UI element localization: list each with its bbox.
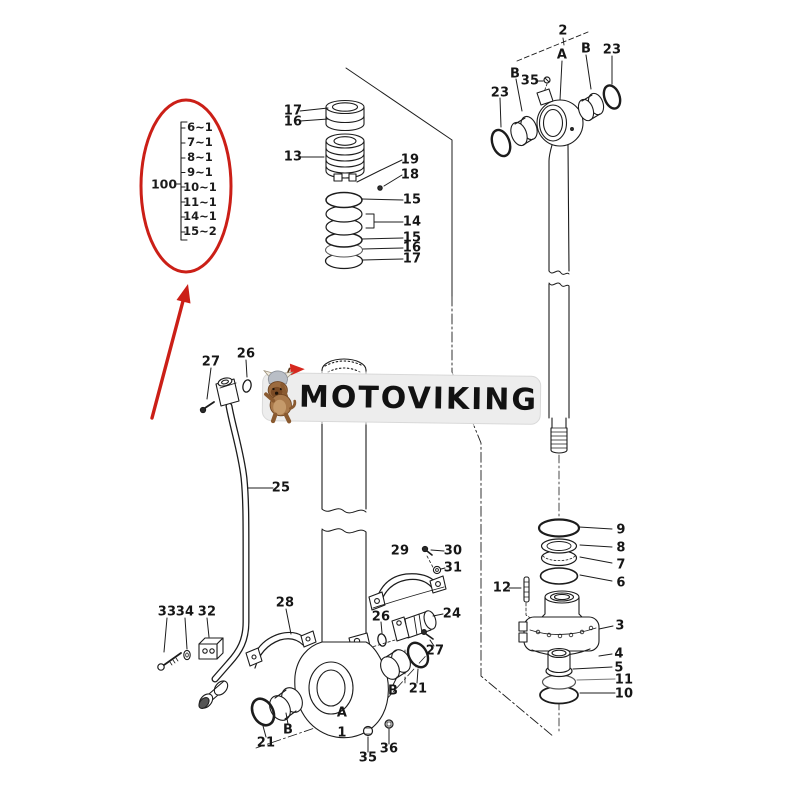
part-label-B-14: B xyxy=(580,41,592,57)
part-label-33-31: 33 xyxy=(157,604,177,620)
part-label-3-22: 3 xyxy=(615,618,625,634)
part-label-14-6: 14 xyxy=(402,214,422,230)
part-label-30-35: 30 xyxy=(443,543,463,559)
part-label-15-7: 15 xyxy=(402,230,422,246)
part-label-24-38: 24 xyxy=(442,606,462,622)
part-label-18-4: 18 xyxy=(400,167,420,183)
part-label-29-34: 29 xyxy=(390,543,410,559)
part-label-B-12: B xyxy=(509,66,521,82)
part-label-7-19: 7 xyxy=(616,557,626,573)
part-label-B-40: B xyxy=(387,683,399,699)
bolt-27-valve xyxy=(421,629,427,635)
part-label-21-43: 21 xyxy=(256,735,276,751)
callout-item-2: 8~1 xyxy=(187,149,213,164)
part-label-1-45: 1 xyxy=(337,725,347,741)
part-label-23-15: 23 xyxy=(490,85,510,101)
part-label-15-5: 15 xyxy=(402,192,422,208)
part-label-23-16: 23 xyxy=(602,42,622,58)
callout-item-3: 9~1 xyxy=(187,164,213,179)
section-boundary-line xyxy=(345,67,555,738)
red-arrow-head xyxy=(176,284,191,304)
part-label-13-2: 13 xyxy=(283,149,303,165)
part-label-A-11: A xyxy=(556,47,568,63)
base-eye-drawing xyxy=(250,641,430,739)
rod-seal-rings-drawing xyxy=(537,518,581,585)
bolt-27-top xyxy=(199,406,207,414)
part-label-2-10: 2 xyxy=(558,23,568,39)
gland-assembly-drawing xyxy=(518,590,600,705)
callout-graphics xyxy=(139,98,233,420)
part-label-26-37: 26 xyxy=(371,609,391,625)
callout-item-0: 6~1 xyxy=(187,120,213,134)
part-label-28-30: 28 xyxy=(275,595,295,611)
part-label-26-28: 26 xyxy=(236,346,256,362)
part-label-11-25: 11 xyxy=(614,672,634,688)
part-label-5-24: 5 xyxy=(614,660,624,676)
snap-ring-23-left xyxy=(490,128,512,158)
part-label-17-9: 17 xyxy=(402,251,422,267)
part-label-16-8: 16 xyxy=(402,240,422,256)
o-ring-26-valve xyxy=(377,633,387,647)
rod-assembly-drawing xyxy=(490,31,622,454)
set-screw-18 xyxy=(377,185,383,191)
part-label-36-47: 36 xyxy=(379,741,399,757)
plug-36 xyxy=(384,719,394,729)
part-label-19-3: 19 xyxy=(400,152,420,168)
washer-34 xyxy=(183,649,191,661)
callout-item-5: 11~1 xyxy=(183,194,217,209)
part-label-10-26: 10 xyxy=(614,686,634,702)
part-label-35-46: 35 xyxy=(358,750,378,766)
viking-dog-icon xyxy=(263,363,305,424)
part-label-8-18: 8 xyxy=(616,540,626,556)
part-label-4-23: 4 xyxy=(614,646,624,662)
part-label-A-44: A xyxy=(336,705,348,721)
part-label-9-17: 9 xyxy=(616,522,626,538)
callout-group-label: 100 xyxy=(150,176,178,192)
plug-35-bottom xyxy=(362,725,374,737)
part-label-34-32: 34 xyxy=(175,604,195,620)
part-label-21-41: 21 xyxy=(408,681,428,697)
callout-item-7: 15~2 xyxy=(183,224,217,239)
leader-lines xyxy=(163,54,616,753)
pipe-25-drawing xyxy=(198,377,252,709)
snap-ring-21-right xyxy=(406,641,430,669)
pin-12-drawing xyxy=(523,576,530,603)
clamp-hardware-drawing xyxy=(157,545,447,671)
part-label-12-21: 12 xyxy=(492,580,512,596)
red-ellipse xyxy=(139,98,233,274)
valve-24-drawing xyxy=(377,610,437,647)
callout-item-1: 7~1 xyxy=(187,134,213,149)
washer-31 xyxy=(432,565,442,575)
part-label-B-42: B xyxy=(282,722,294,738)
screw-30 xyxy=(421,545,429,553)
callout-item-6: 14~1 xyxy=(183,209,217,224)
part-label-25-29: 25 xyxy=(271,480,291,496)
piston-assembly-drawing xyxy=(324,99,383,270)
bolt-33 xyxy=(157,663,165,671)
snap-ring-23-right xyxy=(602,84,622,110)
part-label-32-33: 32 xyxy=(197,604,217,620)
watermark-logo: MOTOVIKING xyxy=(261,363,542,425)
snap-ring-21-left xyxy=(250,697,276,727)
part-label-16-1: 16 xyxy=(283,114,303,130)
part-label-35-13: 35 xyxy=(520,73,540,89)
part-label-27-27: 27 xyxy=(201,354,221,370)
red-arrow-shaft xyxy=(150,299,185,420)
part-label-17-0: 17 xyxy=(283,103,303,119)
part-label-27-39: 27 xyxy=(425,643,445,659)
o-ring-26-top xyxy=(242,379,252,393)
part-label-6-20: 6 xyxy=(616,575,626,591)
callout-item-4: 10~1 xyxy=(183,179,217,194)
part-label-31-36: 31 xyxy=(443,560,463,576)
